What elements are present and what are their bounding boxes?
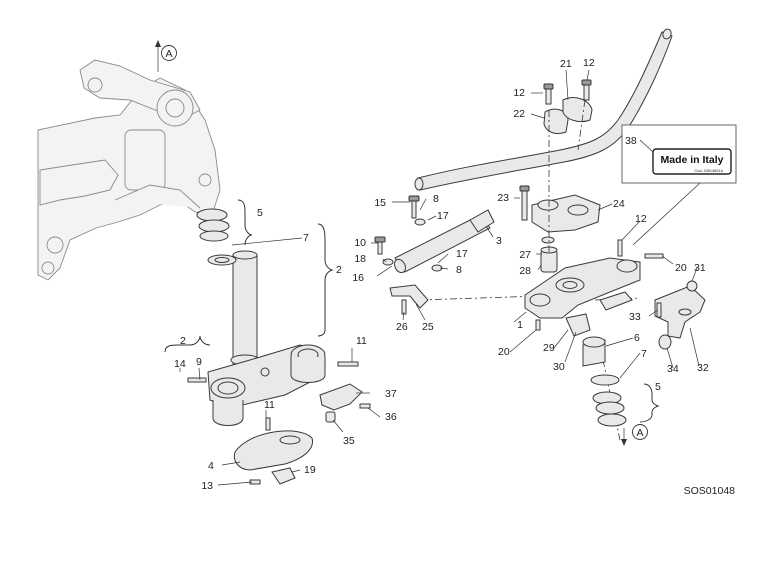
decal-code-text: Cod. 43514651A	[694, 169, 723, 173]
reference-marker-top: A	[155, 40, 177, 72]
callout-33: 33	[629, 311, 641, 323]
handlebar	[414, 28, 673, 191]
decal-detail: Made in Italy Cod. 43514651A	[621, 124, 737, 246]
callout-5-right: 5	[655, 381, 661, 393]
callout-10: 10	[354, 237, 366, 249]
callout-4: 4	[208, 460, 214, 472]
callout-12-top: 12	[583, 57, 595, 69]
callout-25: 25	[422, 321, 434, 333]
motorcycle-frame	[37, 59, 221, 281]
callout-8-bottom: 8	[456, 264, 462, 276]
callout-30: 30	[553, 361, 565, 373]
callout-27: 27	[519, 249, 531, 261]
right-steering-bearing-set	[582, 336, 627, 446]
damper-bracket	[389, 284, 429, 315]
callout-20-bottom: 20	[498, 346, 510, 358]
handlebar-riser	[519, 185, 601, 273]
lower-triple-clamp	[187, 344, 359, 426]
callout-7-left: 7	[303, 232, 309, 244]
callout-36: 36	[385, 411, 397, 423]
lock-bracket	[565, 291, 633, 337]
callout-35: 35	[343, 435, 355, 447]
callout-18: 18	[354, 253, 366, 265]
callout-6: 6	[634, 332, 640, 344]
decal-label	[652, 148, 732, 175]
callout-34: 34	[667, 363, 679, 375]
callout-26: 26	[396, 321, 408, 333]
callout-19: 19	[304, 464, 316, 476]
decal-main-text: Made in Italy	[660, 154, 723, 166]
callout-9: 9	[196, 356, 202, 368]
callout-15: 15	[374, 197, 386, 209]
callout-5-left: 5	[257, 207, 263, 219]
callout-29: 29	[543, 342, 555, 354]
callout-14: 14	[174, 358, 186, 370]
callout-21: 21	[560, 58, 572, 70]
steering-lock-bracket	[319, 383, 371, 423]
callout-37: 37	[385, 388, 397, 400]
callout-13: 13	[201, 480, 213, 492]
callout-2-stem: 2	[336, 264, 342, 276]
drawing-code: SOS01048	[684, 485, 736, 497]
callout-17-bottom: 17	[456, 248, 468, 260]
callout-32: 32	[697, 362, 709, 374]
callout-12-left: 12	[513, 87, 525, 99]
callout-38: 38	[625, 135, 637, 147]
steering-damper	[374, 195, 495, 274]
callout-1: 1	[517, 319, 523, 331]
leader-lines	[164, 69, 700, 486]
callout-3: 3	[496, 235, 502, 247]
handlebar-clamps	[543, 79, 593, 135]
callout-31: 31	[694, 262, 706, 274]
steering-stem	[230, 250, 260, 366]
reference-label-bottom: A	[636, 427, 643, 439]
callout-8-top: 8	[433, 193, 439, 205]
callout-11-right: 11	[356, 335, 367, 347]
reference-label-top: A	[165, 48, 172, 60]
callout-22: 22	[513, 108, 525, 120]
callout-24: 24	[613, 198, 625, 210]
callout-20-right: 20	[675, 262, 687, 274]
callout-28: 28	[519, 265, 531, 277]
callout-2-bolts: 2	[180, 335, 186, 347]
reference-marker-bottom: A	[632, 424, 648, 440]
callout-7-right: 7	[641, 348, 647, 360]
callout-11-bottom: 11	[264, 399, 275, 411]
callout-numbers: 1 2 2 3 4 5 5 6 7 7 8 8 9 10 11 11 12 12…	[174, 57, 709, 492]
upper-triple-clamp	[524, 239, 664, 331]
lower-cover	[233, 417, 314, 485]
callout-23: 23	[497, 192, 509, 204]
callout-16: 16	[352, 272, 364, 284]
callout-12-right: 12	[635, 213, 647, 225]
upper-bearing-stack-left	[196, 208, 237, 266]
damper-mount	[654, 280, 706, 350]
callout-17-top: 17	[437, 210, 449, 222]
